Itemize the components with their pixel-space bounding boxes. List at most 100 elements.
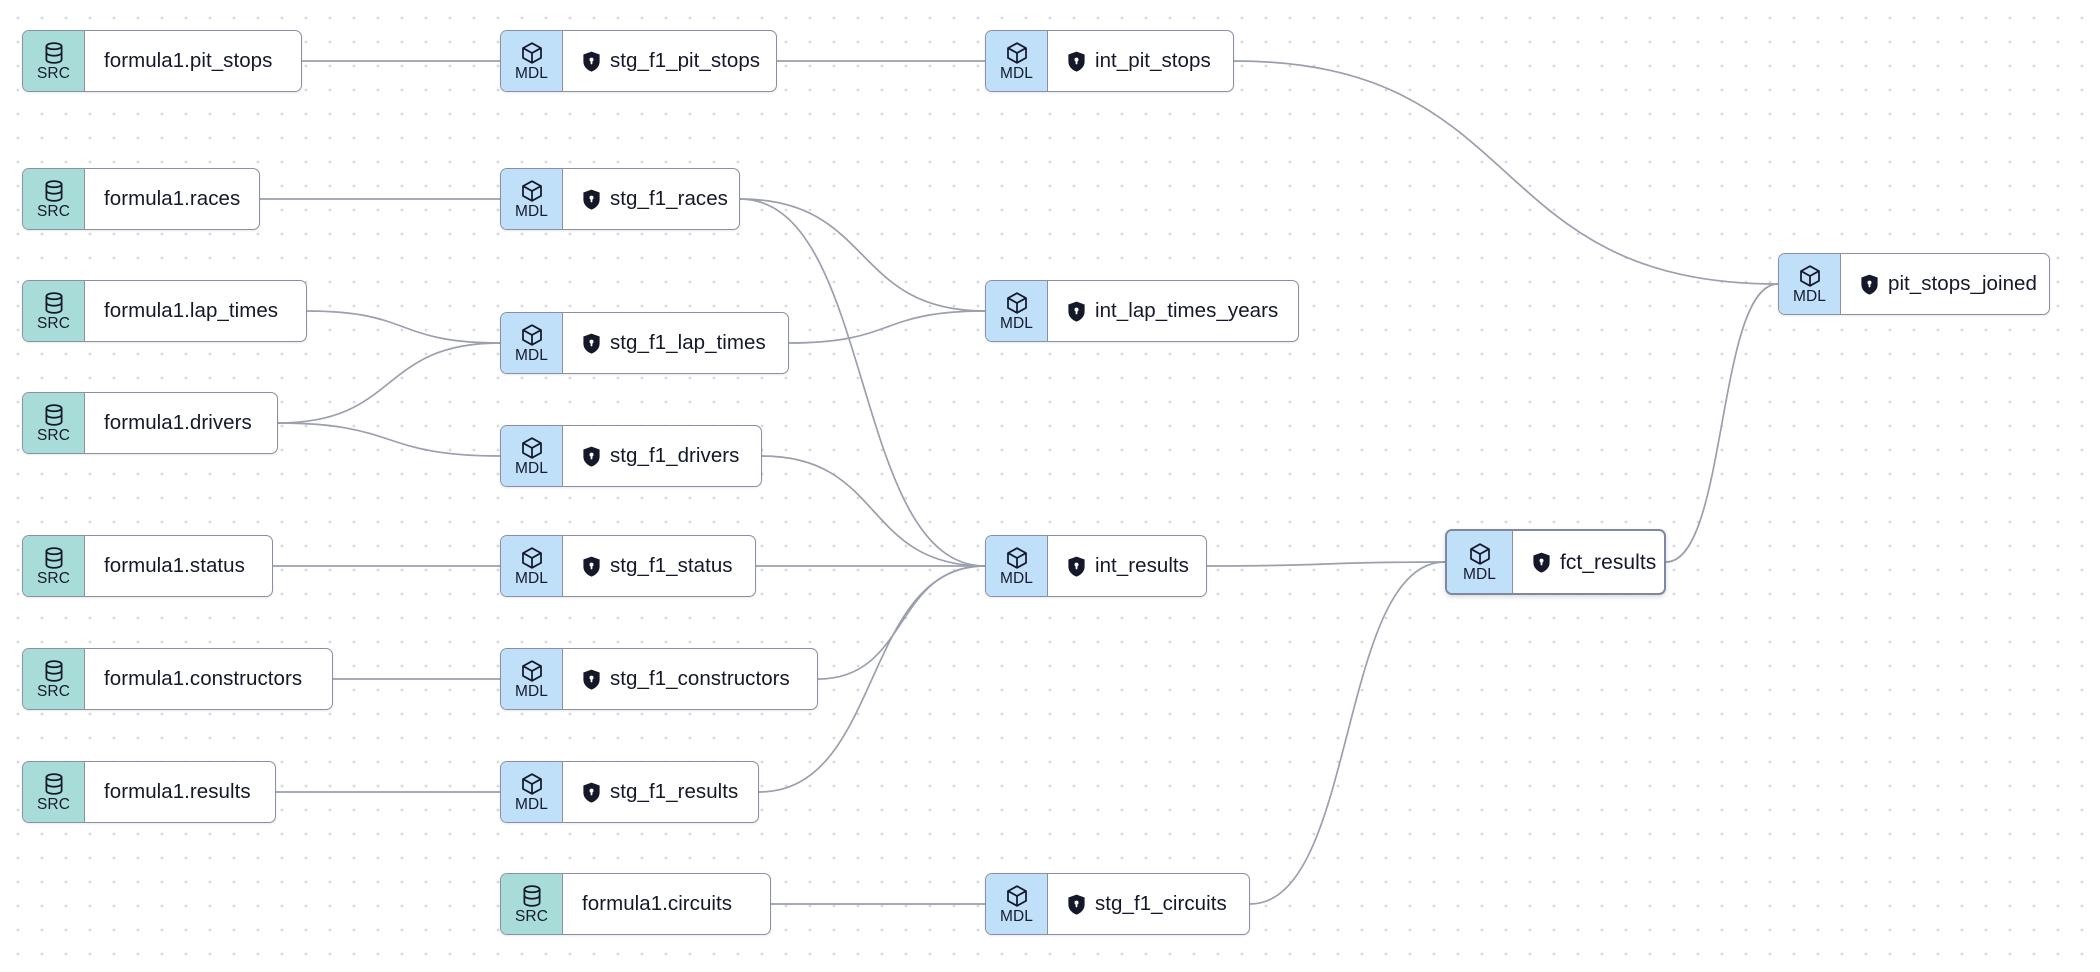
cube-icon [1798, 264, 1822, 288]
node-body[interactable]: pit_stops_joined [1841, 254, 2049, 314]
node-body[interactable]: int_lap_times_years [1048, 281, 1298, 341]
node-type-badge: MDL [501, 313, 563, 373]
database-icon [43, 41, 65, 65]
shield-lock-icon [1532, 552, 1551, 573]
node-type-label: MDL [1792, 287, 1827, 305]
cube-icon [1005, 291, 1029, 315]
cube-icon [520, 41, 544, 65]
edge-src_drivers-to-stg_drivers [277, 422, 501, 457]
node-type-label: MDL [514, 795, 549, 813]
lineage-node-stg_results[interactable]: MDL stg_f1_results [500, 761, 759, 823]
node-body[interactable]: formula1.races [85, 169, 259, 229]
node-type-label: MDL [999, 64, 1034, 82]
shield-lock-icon [582, 669, 601, 690]
node-body[interactable]: stg_f1_constructors [563, 649, 817, 709]
node-body[interactable]: stg_f1_pit_stops [563, 31, 776, 91]
node-label: formula1.results [104, 779, 251, 803]
node-body[interactable]: formula1.pit_stops [85, 31, 301, 91]
edge-fct_results-to-pit_stops_joined [1665, 283, 1779, 563]
lineage-node-stg_drivers[interactable]: MDL stg_f1_drivers [500, 425, 762, 487]
lineage-node-stg_races[interactable]: MDL stg_f1_races [500, 168, 740, 230]
node-type-badge: SRC [501, 874, 563, 934]
node-body[interactable]: fct_results [1513, 531, 1664, 593]
shield-lock-icon [582, 333, 601, 354]
node-label: formula1.lap_times [104, 298, 279, 322]
shield-lock-icon [582, 189, 601, 210]
lineage-node-int_lap_times_years[interactable]: MDL int_lap_times_years [985, 280, 1299, 342]
node-type-badge: SRC [23, 762, 85, 822]
lineage-node-src_pit_stops[interactable]: SRC formula1.pit_stops [22, 30, 302, 92]
node-body[interactable]: formula1.status [85, 536, 272, 596]
node-body[interactable]: formula1.constructors [85, 649, 332, 709]
node-body[interactable]: formula1.drivers [85, 393, 277, 453]
node-label: stg_f1_pit_stops [610, 48, 761, 72]
lineage-node-int_results[interactable]: MDL int_results [985, 535, 1207, 597]
lineage-node-stg_status[interactable]: MDL stg_f1_status [500, 535, 756, 597]
node-body[interactable]: stg_f1_lap_times [563, 313, 788, 373]
node-body[interactable]: int_results [1048, 536, 1206, 596]
node-type-label: MDL [514, 202, 549, 220]
node-type-label: SRC [36, 64, 71, 82]
cube-icon [520, 436, 544, 460]
node-type-label: MDL [514, 64, 549, 82]
node-body[interactable]: formula1.circuits [563, 874, 770, 934]
lineage-node-pit_stops_joined[interactable]: MDL pit_stops_joined [1778, 253, 2050, 315]
lineage-node-fct_results[interactable]: MDL fct_results [1445, 529, 1666, 595]
node-type-badge: MDL [986, 31, 1048, 91]
database-icon [43, 179, 65, 203]
node-label: fct_results [1560, 550, 1657, 574]
node-type-badge: MDL [501, 536, 563, 596]
cube-icon [520, 323, 544, 347]
lineage-node-src_races[interactable]: SRC formula1.races [22, 168, 260, 230]
lineage-node-stg_lap_times[interactable]: MDL stg_f1_lap_times [500, 312, 789, 374]
node-body[interactable]: stg_f1_status [563, 536, 755, 596]
node-type-badge: MDL [1779, 254, 1841, 314]
edge-int_results-to-fct_results [1206, 561, 1446, 567]
node-type-badge: MDL [986, 874, 1048, 934]
node-body[interactable]: stg_f1_results [563, 762, 758, 822]
lineage-node-src_drivers[interactable]: SRC formula1.drivers [22, 392, 278, 454]
database-icon [43, 659, 65, 683]
node-type-label: MDL [514, 459, 549, 477]
lineage-node-stg_pit_stops[interactable]: MDL stg_f1_pit_stops [500, 30, 777, 92]
node-body[interactable]: formula1.results [85, 762, 275, 822]
node-type-badge: MDL [501, 169, 563, 229]
node-label: stg_f1_status [610, 553, 733, 577]
edge-stg_races-to-int_results [739, 198, 986, 567]
lineage-node-int_pit_stops[interactable]: MDL int_pit_stops [985, 30, 1234, 92]
node-body[interactable]: stg_f1_circuits [1048, 874, 1249, 934]
node-type-label: SRC [36, 202, 71, 220]
node-type-label: SRC [514, 907, 549, 925]
node-body[interactable]: stg_f1_drivers [563, 426, 761, 486]
lineage-node-src_constructors[interactable]: SRC formula1.constructors [22, 648, 333, 710]
lineage-node-stg_circuits[interactable]: MDL stg_f1_circuits [985, 873, 1250, 935]
shield-lock-icon [1860, 274, 1879, 295]
edge-src_drivers-to-stg_lap_times [277, 342, 501, 424]
node-label: stg_f1_races [610, 186, 728, 210]
node-type-label: SRC [36, 682, 71, 700]
node-body[interactable]: stg_f1_races [563, 169, 739, 229]
lineage-node-src_lap_times[interactable]: SRC formula1.lap_times [22, 280, 307, 342]
lineage-node-src_status[interactable]: SRC formula1.status [22, 535, 273, 597]
node-type-badge: MDL [501, 31, 563, 91]
lineage-node-stg_constructors[interactable]: MDL stg_f1_constructors [500, 648, 818, 710]
node-body[interactable]: formula1.lap_times [85, 281, 306, 341]
cube-icon [520, 546, 544, 570]
edge-stg_constructors-to-int_results [817, 565, 986, 680]
database-icon [43, 291, 65, 315]
lineage-node-src_circuits[interactable]: SRC formula1.circuits [500, 873, 771, 935]
lineage-node-src_results[interactable]: SRC formula1.results [22, 761, 276, 823]
database-icon [43, 772, 65, 796]
edge-stg_circuits-to-fct_results [1249, 561, 1446, 905]
node-body[interactable]: int_pit_stops [1048, 31, 1233, 91]
node-type-label: MDL [999, 569, 1034, 587]
node-label: formula1.constructors [104, 666, 303, 690]
node-label: formula1.status [104, 553, 245, 577]
node-label: int_results [1095, 553, 1189, 577]
node-type-label: MDL [1462, 565, 1497, 583]
node-type-badge: MDL [501, 426, 563, 486]
database-icon [43, 403, 65, 427]
shield-lock-icon [582, 556, 601, 577]
